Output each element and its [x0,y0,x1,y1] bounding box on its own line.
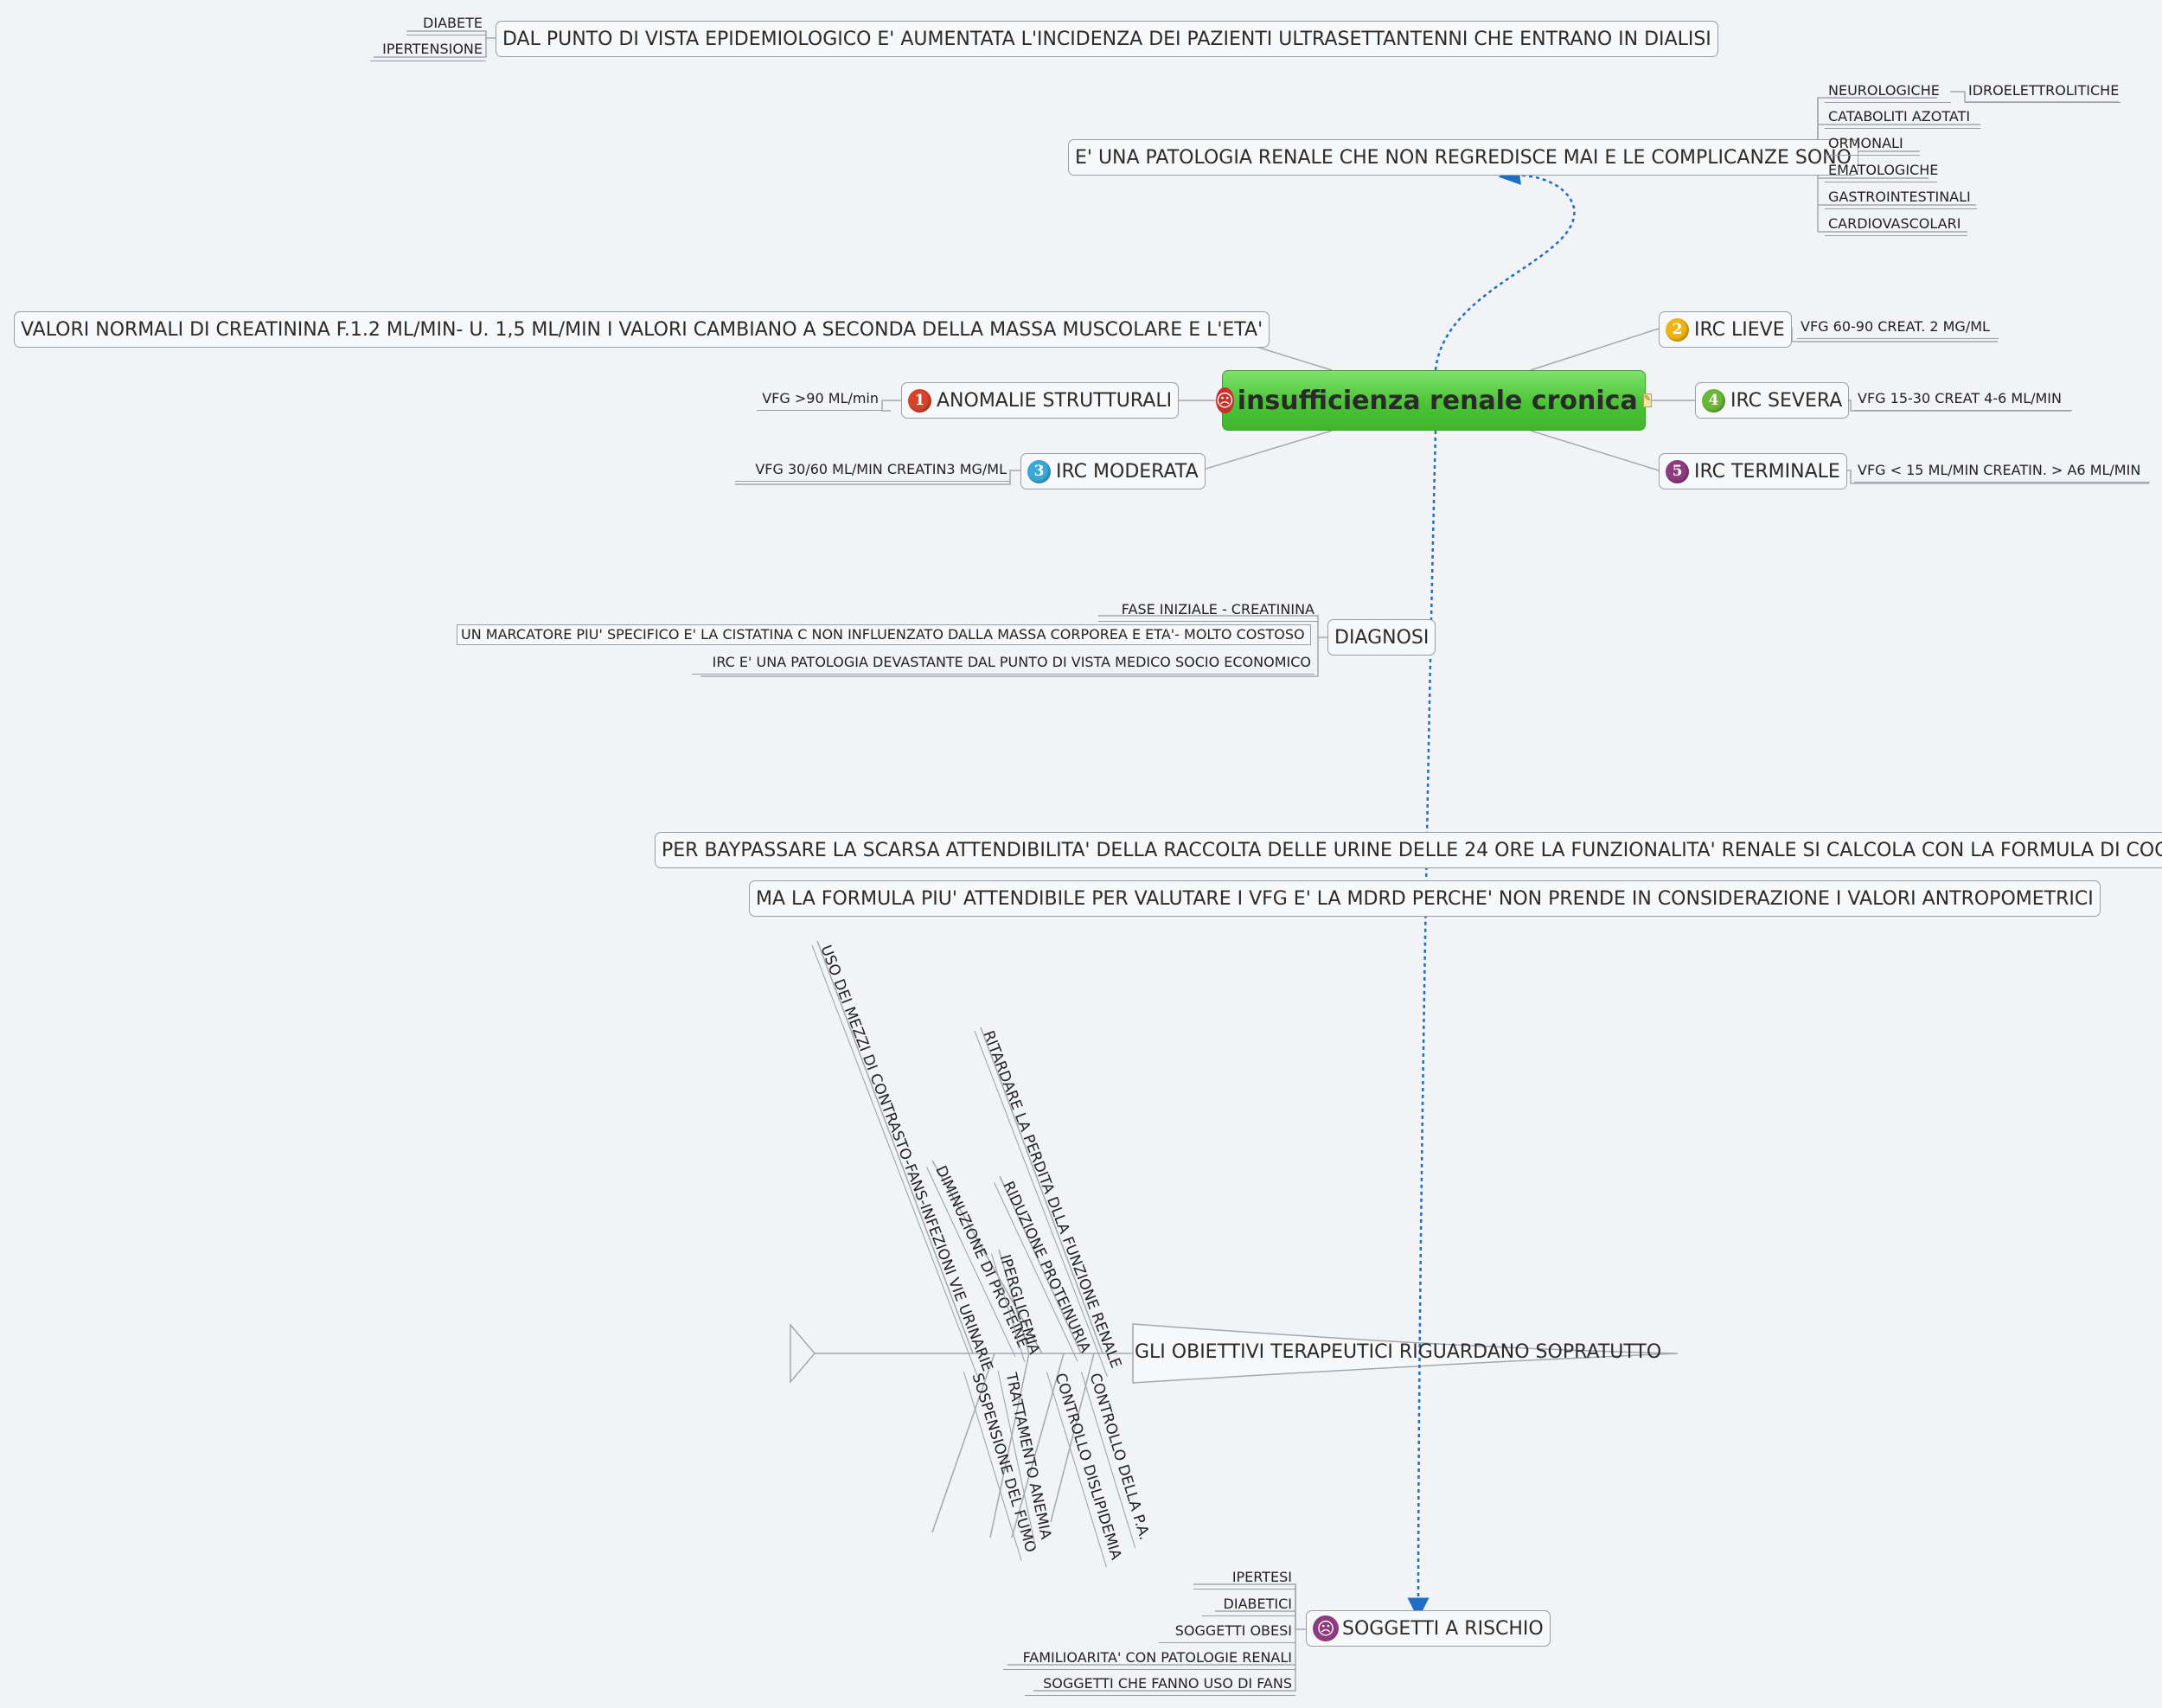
topic-risk-label: SOGGETTI A RISCHIO [1342,1617,1544,1640]
topic-epidemiology-label: DAL PUNTO DI VISTA EPIDEMIOLOGICO E' AUM… [502,28,1711,50]
complication-idroelettrolitiche[interactable]: IDROELETTROLITICHE [1965,83,2120,103]
stage-4-detail[interactable]: VFG 15-30 CREAT 4-6 ML/MIN [1854,391,2072,411]
complication-ormonali[interactable]: ORMONALI [1825,136,1920,156]
complication-ematologiche[interactable]: EMATOLOGICHE [1825,163,1938,182]
topic-formula-cocroft[interactable]: PER BAYPASSARE LA SCARSA ATTENDIBILITA' … [655,832,2162,868]
topic-complications-label: E' UNA PATOLOGIA RENALE CHE NON REGREDIS… [1075,146,1852,169]
stage-3-label: IRC MODERATA [1056,460,1199,483]
diagnosis-child-cistatina[interactable]: UN MARCATORE PIU' SPECIFICO E' LA CISTAT… [457,624,1311,645]
formula-mdrd-label: MA LA FORMULA PIU' ATTENDIBILE PER VALUT… [756,887,2094,910]
worried-face-icon: ☹ [1313,1615,1339,1641]
complication-gastrointestinali[interactable]: GASTROINTESTINALI [1825,189,1977,209]
number-4-icon: 4 [1702,388,1725,413]
fishbone-head [1132,1323,1679,1384]
topic-formula-mdrd[interactable]: MA LA FORMULA PIU' ATTENDIBILE PER VALUT… [749,880,2101,917]
risk-child-fans[interactable]: SOGGETTI CHE FANNO USO DI FANS [1025,1676,1295,1696]
stage-1-label: ANOMALIE STRUTTURALI [937,389,1173,412]
risk-child-familiarita[interactable]: FAMILIOARITA' CON PATOLOGIE RENALI [1003,1650,1295,1670]
stage-5-label: IRC TERMINALE [1694,460,1840,483]
risk-child-diabetici[interactable]: DIABETICI [1202,1596,1295,1616]
diagnosis-child-creatinina[interactable]: FASE INIZIALE - CREATININA [1098,602,1318,622]
epidemiology-child-diabete[interactable]: DIABETE [406,16,486,35]
note-icon[interactable]: ✎ [1642,393,1653,407]
topic-creatinine-label: VALORI NORMALI DI CREATININA F.1.2 ML/MI… [21,318,1263,341]
risk-child-ipertesi[interactable]: IPERTESI [1193,1570,1295,1590]
stage-4-label: IRC SEVERA [1730,389,1843,412]
formula-cocroft-label: PER BAYPASSARE LA SCARSA ATTENDIBILITA' … [662,839,2162,861]
topic-stage-2[interactable]: 2 IRC LIEVE [1659,311,1792,348]
risk-child-obesi[interactable]: SOGGETTI OBESI [1159,1623,1295,1643]
angry-face-icon: ☹ [1215,387,1234,413]
topic-diagnosis[interactable]: DIAGNOSI [1327,619,1436,656]
complication-cataboliti-azotati[interactable]: CATABOLITI AZOTATI [1825,109,1980,129]
number-1-icon: 1 [908,388,931,413]
line-central-stage5 [1530,430,1660,471]
fishbone-tail [790,1322,816,1385]
stage-2-label: IRC LIEVE [1694,318,1785,341]
topic-stage-4[interactable]: 4 IRC SEVERA [1695,382,1850,419]
number-5-icon: 5 [1666,459,1689,483]
number-3-icon: 3 [1027,459,1051,483]
topic-stage-1[interactable]: 1 ANOMALIE STRUTTURALI [901,382,1180,419]
complication-cardiovascolari[interactable]: CARDIOVASCOLARI [1825,216,1967,236]
stage-1-detail[interactable]: VFG >90 ML/min [757,391,882,411]
topic-diagnosis-label: DIAGNOSI [1334,626,1430,649]
relationship-arrow-risk [1407,430,1437,1620]
stage-2-detail[interactable]: VFG 60-90 CREAT. 2 MG/ML [1797,319,1999,339]
stage-3-detail[interactable]: VFG 30/60 ML/MIN CREATIN3 MG/ML [735,462,1010,482]
central-topic-label: insufficienza renale cronica [1237,385,1638,416]
number-2-icon: 2 [1666,317,1689,342]
line-central-stage3 [1199,430,1333,471]
relationship-arrow-complications [1434,163,1576,371]
central-topic[interactable]: ☹ insufficienza renale cronica ✎ [1215,370,1653,431]
topic-stage-5[interactable]: 5 IRC TERMINALE [1659,453,1847,489]
stage-5-detail[interactable]: VFG < 15 ML/MIN CREATIN. > A6 ML/MIN [1854,463,2150,483]
topic-creatinine-values[interactable]: VALORI NORMALI DI CREATININA F.1.2 ML/MI… [14,311,1270,348]
topic-risk-subjects[interactable]: ☹ SOGGETTI A RISCHIO [1306,1610,1551,1647]
topic-complications[interactable]: E' UNA PATOLOGIA RENALE CHE NON REGREDIS… [1068,139,1858,176]
topic-stage-3[interactable]: 3 IRC MODERATA [1020,453,1206,489]
line-central-stage2 [1530,328,1660,371]
topic-epidemiology[interactable]: DAL PUNTO DI VISTA EPIDEMIOLOGICO E' AUM… [496,21,1718,57]
epidemiology-child-ipertensione[interactable]: IPERTENSIONE [370,42,486,61]
complication-neurologiche[interactable]: NEUROLOGICHE [1825,83,1951,103]
fishbone-head-label[interactable]: GLI OBIETTIVI TERAPEUTICI RIGUARDANO SOP… [1135,1341,1662,1363]
diagnosis-child-devastante[interactable]: IRC E' UNA PATOLOGIA DEVASTANTE DAL PUNT… [692,655,1314,675]
